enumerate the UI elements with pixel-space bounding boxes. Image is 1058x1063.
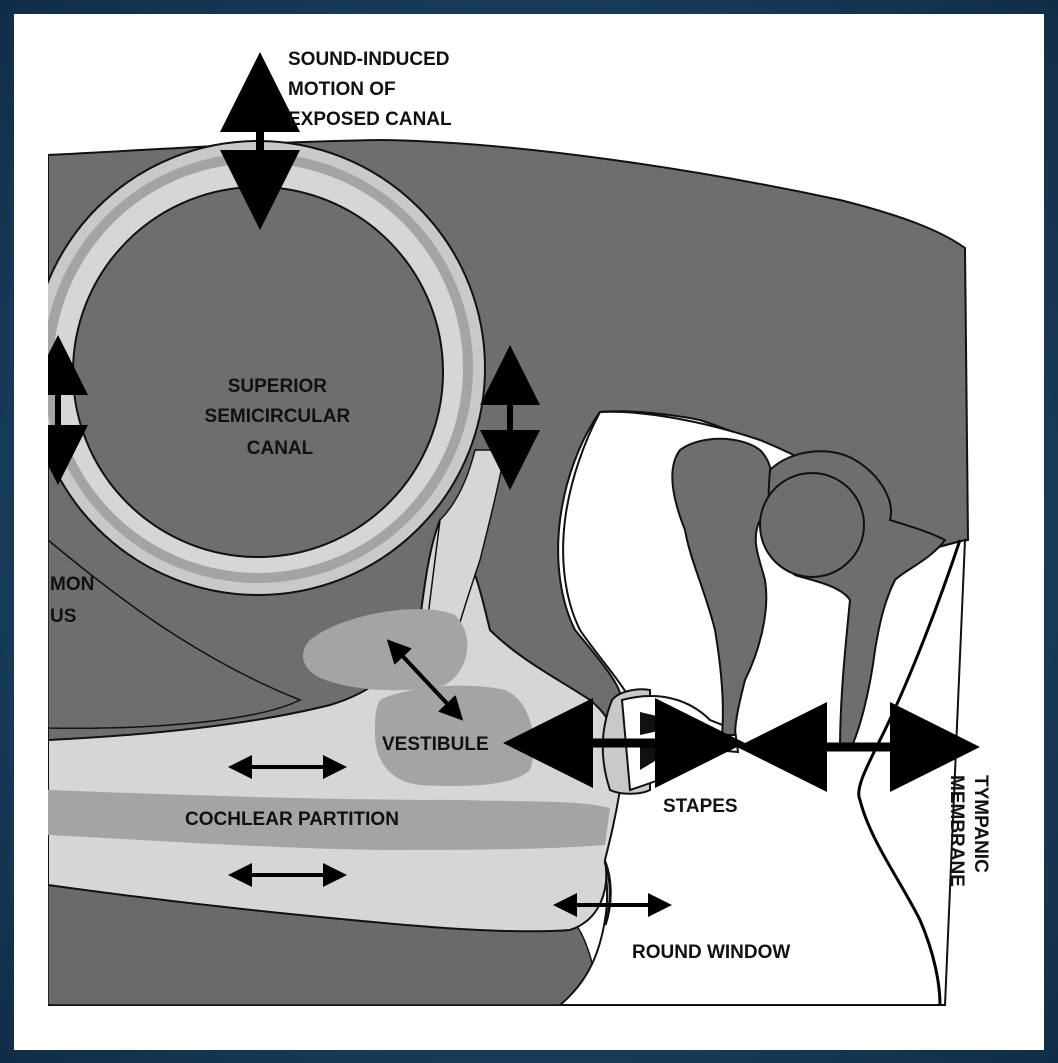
label-vestibule: VESTIBULE bbox=[382, 734, 489, 755]
canal-inner-bone bbox=[73, 187, 443, 557]
label-round-window: ROUND WINDOW bbox=[632, 942, 790, 963]
label-cochlear-partition: COCHLEAR PARTITION bbox=[185, 809, 399, 830]
label-sound-induced: SOUND-INDUCED MOTION OF EXPOSED CANAL bbox=[288, 49, 455, 130]
label-stapes: STAPES bbox=[663, 796, 738, 817]
label-tympanic-membrane: TYMPANIC MEMBRANE bbox=[946, 775, 991, 887]
